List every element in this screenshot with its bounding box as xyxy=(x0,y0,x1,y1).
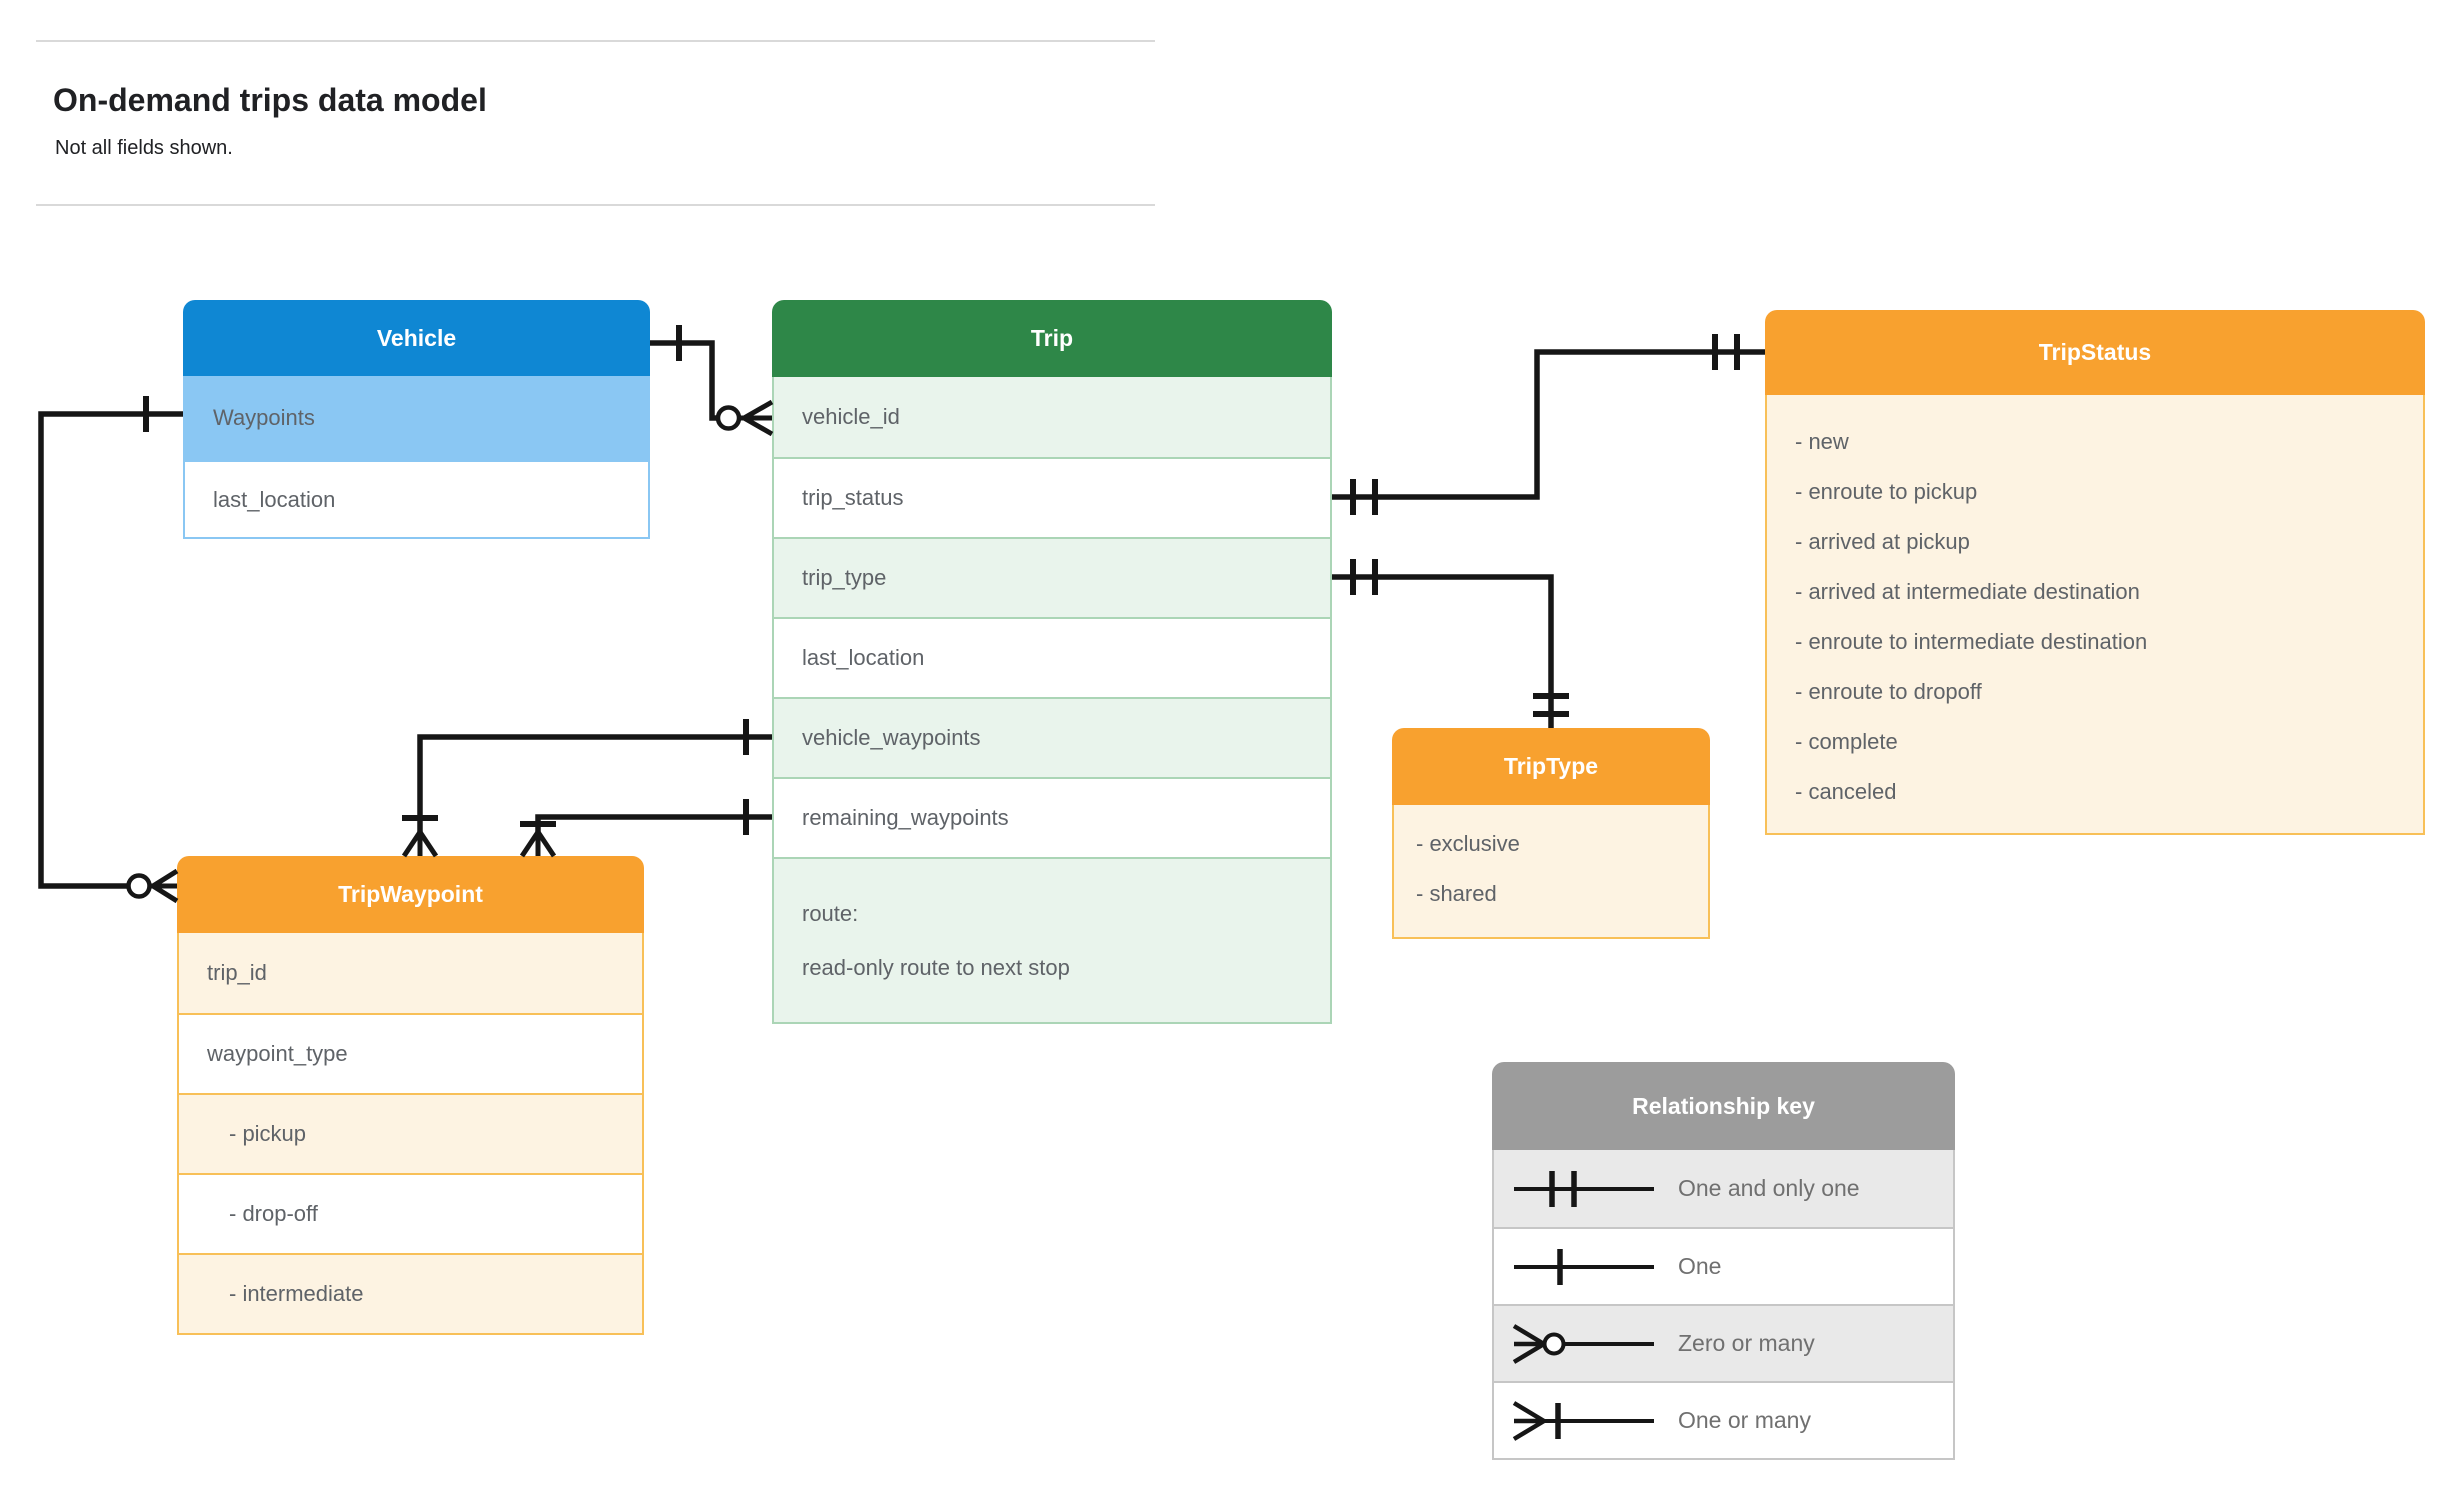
trip-status-value: - enroute to pickup xyxy=(1795,479,1978,504)
title-divider xyxy=(36,204,1155,206)
field-trip-remaining-waypoints: remaining_waypoints xyxy=(774,777,1330,857)
entity-trip-status-title: TripStatus xyxy=(1765,310,2425,395)
vehicle-trip-connector xyxy=(650,325,774,437)
waypoint-value-intermediate: - intermediate xyxy=(179,1253,642,1333)
trip-status-value: - enroute to dropoff xyxy=(1795,679,1982,704)
zero-or-many-symbol xyxy=(1512,1323,1654,1364)
entity-trip-type: TripType - exclusive - shared xyxy=(1392,728,1710,939)
one-and-only-one-symbol xyxy=(1514,1170,1654,1207)
field-vehicle-last-location: last_location xyxy=(185,460,648,537)
top-divider xyxy=(36,40,1155,42)
field-trip-type: trip_type xyxy=(774,537,1330,617)
trip-status-value: - enroute to intermediate destination xyxy=(1795,629,2148,654)
key-label: Zero or many xyxy=(1678,1330,1815,1356)
field-trip-route: route: read-only route to next stop xyxy=(774,857,1330,1022)
field-trip-status: trip_status xyxy=(774,457,1330,537)
trip-status-value: - arrived at intermediate destination xyxy=(1795,579,2140,604)
route-label: route: xyxy=(802,901,859,926)
key-label: One xyxy=(1678,1253,1722,1279)
waypoint-value-dropoff: - drop-off xyxy=(179,1173,642,1253)
trip-status-value: - new xyxy=(1795,429,1849,454)
entity-trip-type-title: TripType xyxy=(1392,728,1710,805)
trip-remaining-waypoints-connector xyxy=(519,799,772,858)
trip-type-value: - shared xyxy=(1416,881,1497,906)
field-vehicle-waypoints: Waypoints xyxy=(185,376,648,460)
one-symbol xyxy=(1514,1248,1654,1285)
trip-tripstatus-connector xyxy=(1332,334,1765,515)
field-trip-vehicle-waypoints: vehicle_waypoints xyxy=(774,697,1330,777)
key-row-zero-or-many: Zero or many xyxy=(1494,1304,1953,1381)
field-trip-vehicle-id: vehicle_id xyxy=(774,377,1330,457)
field-waypoint-type: waypoint_type xyxy=(179,1013,642,1093)
trip-status-value: - complete xyxy=(1795,729,1898,754)
vehicle-tripwaypoint-connector xyxy=(38,396,183,904)
trip-type-value: - exclusive xyxy=(1416,831,1520,856)
relationship-key: Relationship key One and only one One xyxy=(1492,1062,1955,1460)
waypoint-value-pickup: - pickup xyxy=(179,1093,642,1173)
entity-trip-waypoint-title: TripWaypoint xyxy=(177,856,644,933)
entity-trip: Trip vehicle_id trip_status trip_type la… xyxy=(772,300,1332,1024)
key-row-one: One xyxy=(1494,1227,1953,1304)
entity-vehicle-title: Vehicle xyxy=(183,300,650,376)
trip-status-value: - canceled xyxy=(1795,779,1897,804)
entity-vehicle: Vehicle Waypoints last_location xyxy=(183,300,650,539)
field-waypoint-trip-id: trip_id xyxy=(179,933,642,1013)
key-label: One or many xyxy=(1678,1407,1811,1433)
one-or-many-symbol xyxy=(1512,1400,1654,1441)
key-row-one-or-many: One or many xyxy=(1494,1381,1953,1458)
trip-vehicle-waypoints-connector xyxy=(401,719,772,858)
trip-status-value: - arrived at pickup xyxy=(1795,529,1970,554)
entity-trip-title: Trip xyxy=(772,300,1332,377)
trip-triptype-connector xyxy=(1332,559,1569,728)
page-subtitle: Not all fields shown. xyxy=(55,137,233,159)
page-title: On-demand trips data model xyxy=(53,82,487,118)
field-trip-last-location: last_location xyxy=(774,617,1330,697)
relationship-key-title: Relationship key xyxy=(1492,1062,1955,1150)
entity-trip-waypoint: TripWaypoint trip_id waypoint_type - pic… xyxy=(177,856,644,1335)
route-note: read-only route to next stop xyxy=(802,955,1070,980)
entity-trip-status: TripStatus - new - enroute to pickup - a… xyxy=(1765,310,2425,835)
key-label: One and only one xyxy=(1678,1175,1860,1201)
key-row-one-and-only-one: One and only one xyxy=(1494,1150,1953,1227)
